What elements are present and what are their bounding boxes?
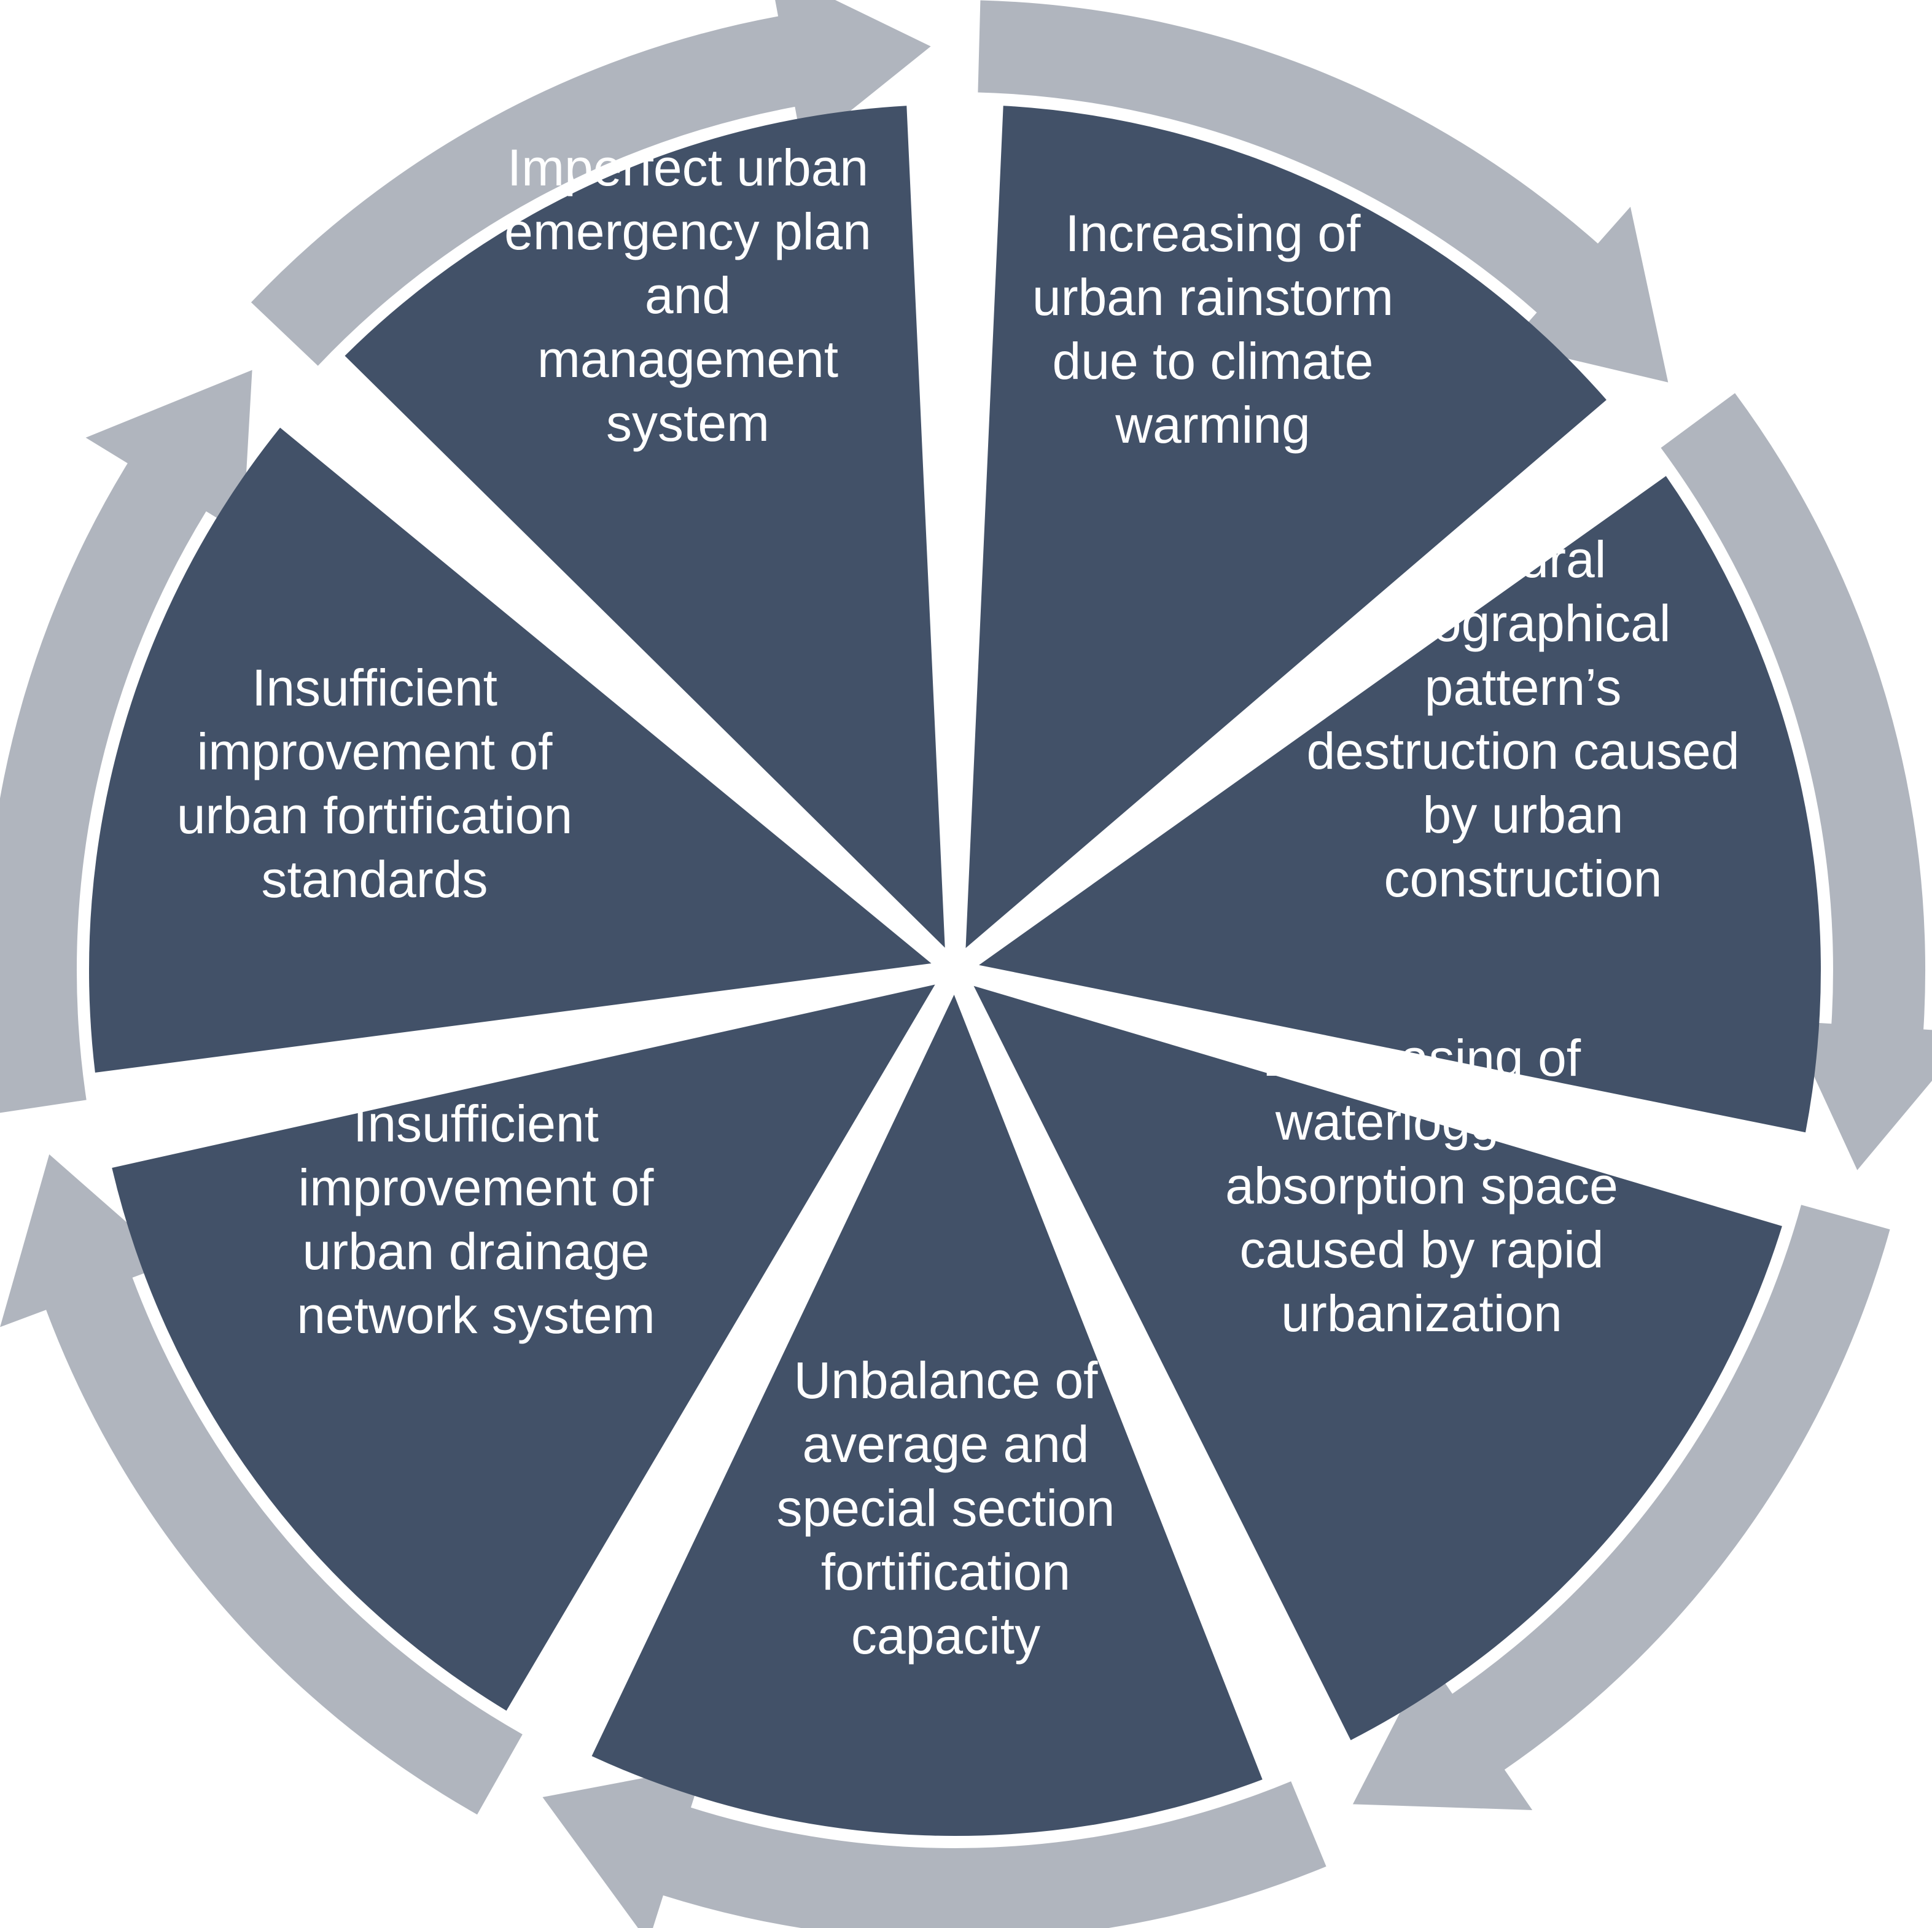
segment-label-line: Unbalance of [793, 1351, 1098, 1409]
segment-label-line: by urban [1423, 786, 1624, 844]
segment-label-line: standards [262, 850, 488, 908]
segment-label-line: improvement of [197, 723, 553, 780]
segment-label-line: Insufficient [353, 1095, 599, 1153]
segment-label: Increasing of urban rainstorm due to clima… [1032, 204, 1393, 454]
segment-label-line: network system [297, 1286, 655, 1344]
segment-label-line: improvement of [298, 1159, 655, 1216]
segment-label-line: emergency plan [504, 203, 871, 260]
segment-label: Unbalance of average and special section fo… [777, 1351, 1115, 1665]
segment-label-line: caused by rapid [1239, 1221, 1603, 1278]
segment-label-line: urbanization [1281, 1285, 1562, 1342]
segment-label-line: and [645, 266, 731, 324]
cycle-arrow [1352, 1205, 1890, 1810]
segment-label-line: average and [802, 1415, 1089, 1473]
segment-fortification-standards [345, 106, 945, 948]
segment-label-line: fortification [821, 1543, 1070, 1601]
segment-label-line: Decreasing of [1263, 1029, 1581, 1087]
segment-waterlogging-absorption-space [591, 995, 1263, 1837]
segment-label-line: urban rainstorm [1032, 268, 1393, 326]
segment-label-line: Natural [1440, 531, 1607, 588]
segment-label-line: absorption space [1225, 1157, 1618, 1215]
segment-rainstorm-climate-warming [979, 476, 1821, 1133]
segment-label-line: destruction caused [1306, 722, 1739, 780]
segment-label-line: geographical [1375, 594, 1670, 652]
segment-label: Decreasing of waterlogging absorption spac… [1225, 1029, 1618, 1342]
diagram-labels: Imperfect urban emergency plan and manageme… [177, 139, 1740, 1665]
cycle-arrow [542, 1767, 1326, 1928]
cycle-arrow [0, 1154, 523, 1815]
segment-label-line: due to climate [1053, 332, 1374, 390]
segment-label-line: urban fortification [177, 787, 572, 844]
cycle-arrow [978, 0, 1669, 383]
segment-label-line: capacity [851, 1607, 1040, 1665]
segment-label: Insufficient improvement of urban drainage… [297, 1095, 655, 1344]
segment-label: Insufficient improvement of urban fortific… [177, 659, 572, 908]
segment-label-line: waterlogging [1275, 1093, 1568, 1151]
segment-drainage-network [88, 427, 932, 1073]
segment-label: Natural geographical pattern’s destruction … [1306, 531, 1739, 908]
segment-imperfect-emergency-plan [965, 106, 1607, 949]
segment-geographical-pattern-destruction [973, 985, 1782, 1741]
segment-label-line: Increasing of [1065, 204, 1361, 262]
cycle-arrow [0, 370, 252, 1113]
segment-label-line: warming [1115, 396, 1310, 454]
segment-label-line: construction [1384, 850, 1662, 908]
cycle-arrow [1661, 393, 1932, 1170]
segment-label-line: special section [777, 1479, 1115, 1537]
segment-label-line: Insufficient [252, 659, 497, 717]
segment-label-line: pattern’s [1425, 658, 1622, 716]
segment-label-line: Imperfect urban [507, 139, 868, 196]
segment-label: Imperfect urban emergency plan and manageme… [504, 139, 871, 452]
cycle-arrow [251, 0, 931, 366]
segment-fortification-capacity-unbalance [112, 984, 935, 1711]
segment-label-line: urban drainage [302, 1222, 649, 1280]
segment-label-line: system [606, 394, 769, 452]
segment-label-line: management [537, 330, 838, 388]
diagram-segments [88, 106, 1821, 1837]
